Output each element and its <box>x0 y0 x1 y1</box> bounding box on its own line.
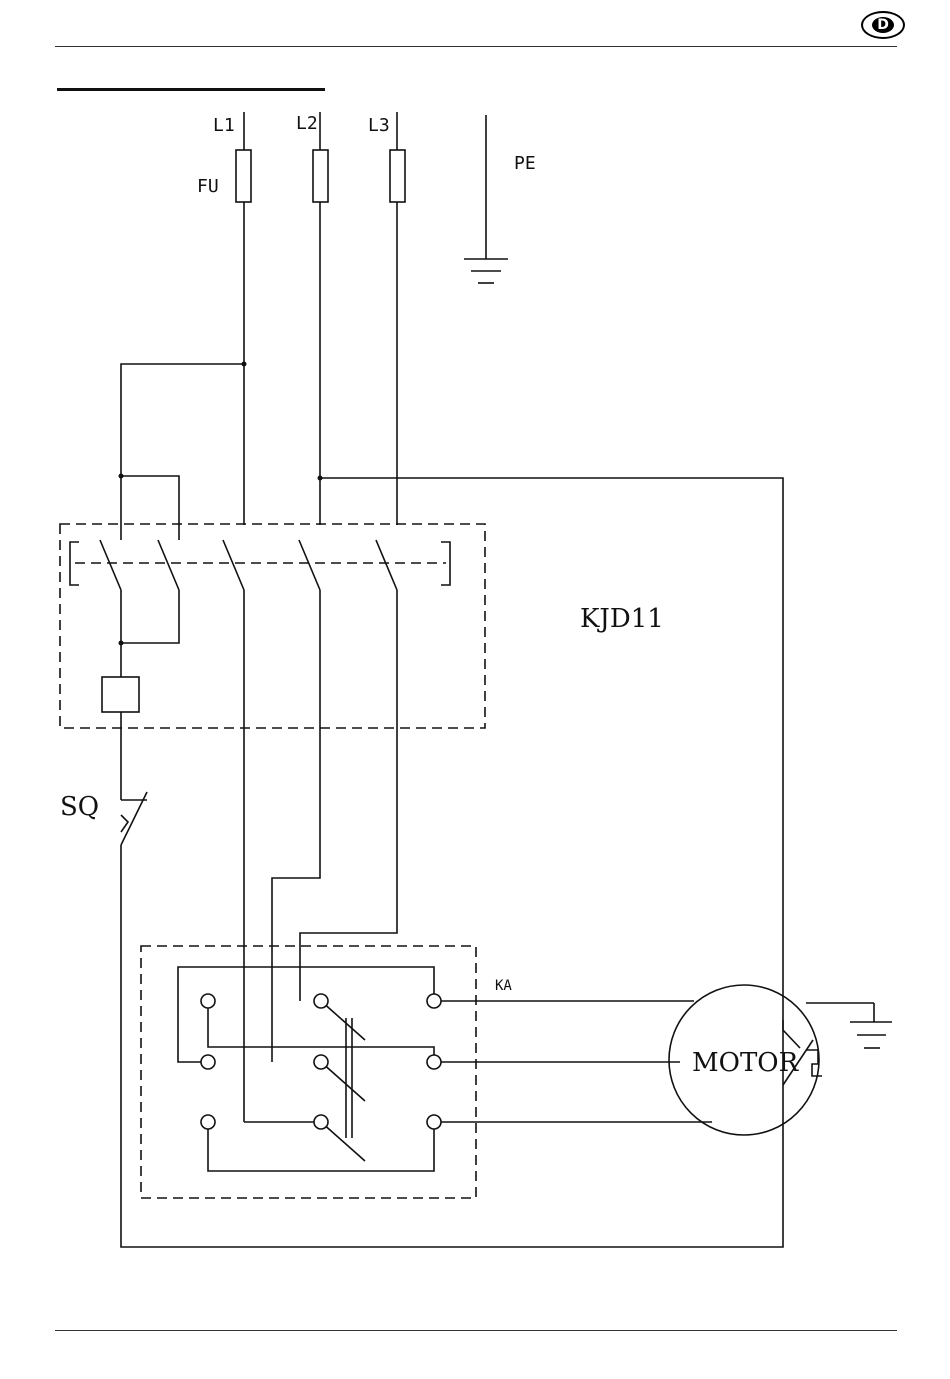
junction-dot <box>242 362 247 367</box>
junction-dot <box>119 641 124 646</box>
fuse-l2 <box>313 150 328 202</box>
limit-switch-sq <box>121 792 147 845</box>
label-sq: SQ <box>60 792 99 822</box>
fuse-l1 <box>236 150 251 202</box>
control-feed-wire <box>121 364 244 540</box>
label-l2: L2 <box>296 113 318 134</box>
motor-earth <box>806 1003 892 1048</box>
relay-ka-enclosure <box>141 946 476 1198</box>
junction-dot <box>318 476 323 481</box>
contact-main-l2 <box>272 540 320 1062</box>
label-l1: L1 <box>213 115 235 136</box>
contact-aux-2 <box>121 540 179 643</box>
contactor-coil <box>102 677 139 712</box>
return-wire <box>121 478 783 1247</box>
label-pe: PE <box>514 153 536 174</box>
label-kjd11: KJD11 <box>580 604 664 634</box>
relay-terminal <box>427 1115 441 1129</box>
label-l3: L3 <box>368 115 390 136</box>
contact-aux-1 <box>100 540 121 677</box>
relay-terminal <box>201 1055 215 1069</box>
relay-terminal <box>201 1115 215 1129</box>
relay-terminal <box>427 994 441 1008</box>
earth-symbol-pe <box>464 115 508 283</box>
contact-main-l1 <box>223 540 244 1122</box>
relay-terminal <box>314 1055 328 1069</box>
contact-main-l3 <box>300 540 397 1001</box>
label-ka: KA <box>495 978 512 994</box>
junction-dot <box>119 474 124 479</box>
label-fu: FU <box>197 176 219 197</box>
relay-terminal <box>314 994 328 1008</box>
relay-terminal <box>314 1115 328 1129</box>
label-motor: MOTOR <box>692 1048 800 1078</box>
relay-terminal <box>201 994 215 1008</box>
fuse-l3 <box>390 150 405 202</box>
relay-terminal <box>427 1055 441 1069</box>
kjd11-enclosure <box>60 524 485 728</box>
